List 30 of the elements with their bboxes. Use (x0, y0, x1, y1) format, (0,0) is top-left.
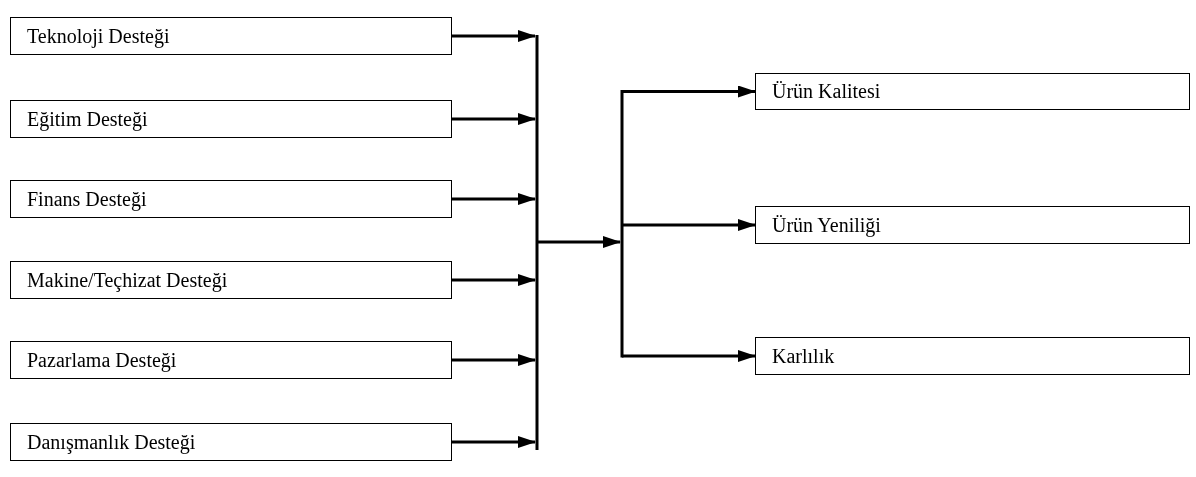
box-label: Pazarlama Desteği (27, 348, 177, 372)
arrow (452, 274, 536, 286)
arrow (622, 85, 756, 98)
box-label: Ürün Yeniliği (772, 213, 881, 237)
connector-line (535, 35, 539, 450)
arrow (622, 219, 756, 231)
arrow (452, 193, 536, 205)
box-label: Finans Desteği (27, 187, 147, 211)
process-box (10, 180, 452, 218)
box-label: Eğitim Desteği (27, 107, 148, 131)
box-label: Karlılık (772, 344, 835, 368)
connector-line (620, 90, 624, 358)
arrow (452, 354, 536, 366)
box-label: Makine/Teçhizat Desteği (27, 268, 228, 292)
process-box (10, 341, 452, 379)
arrow (452, 436, 536, 448)
process-box (755, 337, 1190, 375)
arrow (537, 236, 621, 248)
box-label: Danışmanlık Desteği (27, 430, 196, 454)
arrow (622, 350, 756, 362)
box-label: Ürün Kalitesi (772, 80, 881, 103)
process-box (10, 423, 452, 461)
arrow (452, 113, 536, 125)
process-box (10, 17, 452, 55)
process-box (10, 100, 452, 138)
process-box (755, 206, 1190, 244)
arrow (452, 30, 536, 42)
process-box (755, 73, 1190, 110)
box-label: Teknoloji Desteği (27, 24, 170, 48)
process-box (10, 261, 452, 299)
